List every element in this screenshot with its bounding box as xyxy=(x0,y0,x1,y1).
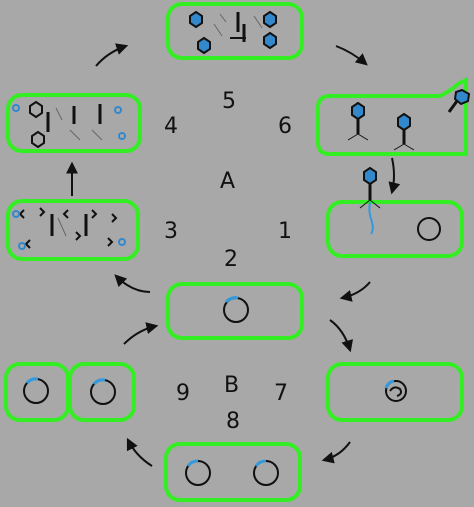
cell-stage-3 xyxy=(6,199,140,261)
arrow-4-to-5 xyxy=(95,43,129,67)
cell-stage-9-left xyxy=(4,362,70,422)
label-8: 8 xyxy=(226,409,240,434)
label-4: 4 xyxy=(164,114,178,139)
cell-stage-1 xyxy=(326,200,464,258)
label-b: B xyxy=(224,373,239,398)
label-5: 5 xyxy=(222,89,236,114)
label-2: 2 xyxy=(224,247,238,272)
assembled-phages xyxy=(189,10,277,55)
phage-parts-stage-4 xyxy=(12,100,126,149)
cell-stage-2 xyxy=(166,282,304,340)
arrow-9-to-2 xyxy=(123,322,159,345)
arrow-1-to-2 xyxy=(339,281,371,302)
label-6: 6 xyxy=(278,114,292,139)
released-phages xyxy=(347,88,471,151)
arrow-6-to-1 xyxy=(388,157,401,195)
label-9: 9 xyxy=(176,381,190,406)
label-3: 3 xyxy=(164,219,178,244)
cell-stage-9-right xyxy=(68,362,136,422)
stage-labels: 1 2 3 4 5 6 A B 7 8 9 xyxy=(164,89,292,434)
phage-injecting xyxy=(359,166,381,235)
label-a: A xyxy=(220,169,235,194)
integrating-dna-loop xyxy=(389,386,402,397)
label-1: 1 xyxy=(278,219,292,244)
arrow-2-to-7 xyxy=(329,319,353,353)
arrow-2-to-3 xyxy=(114,274,151,293)
cell-stage-8 xyxy=(164,442,302,502)
label-7: 7 xyxy=(274,381,288,406)
cycle-arrows xyxy=(66,43,401,467)
cell-stage-6 xyxy=(316,76,468,156)
arrow-5-to-6 xyxy=(335,45,368,66)
cell-stage-7 xyxy=(326,362,464,422)
arrow-8-to-9 xyxy=(126,437,153,467)
arrow-7-to-8 xyxy=(321,441,351,464)
phage-parts-stage-3 xyxy=(12,207,126,250)
prophage-segments xyxy=(25,296,395,467)
cell-stage-5 xyxy=(166,2,304,60)
